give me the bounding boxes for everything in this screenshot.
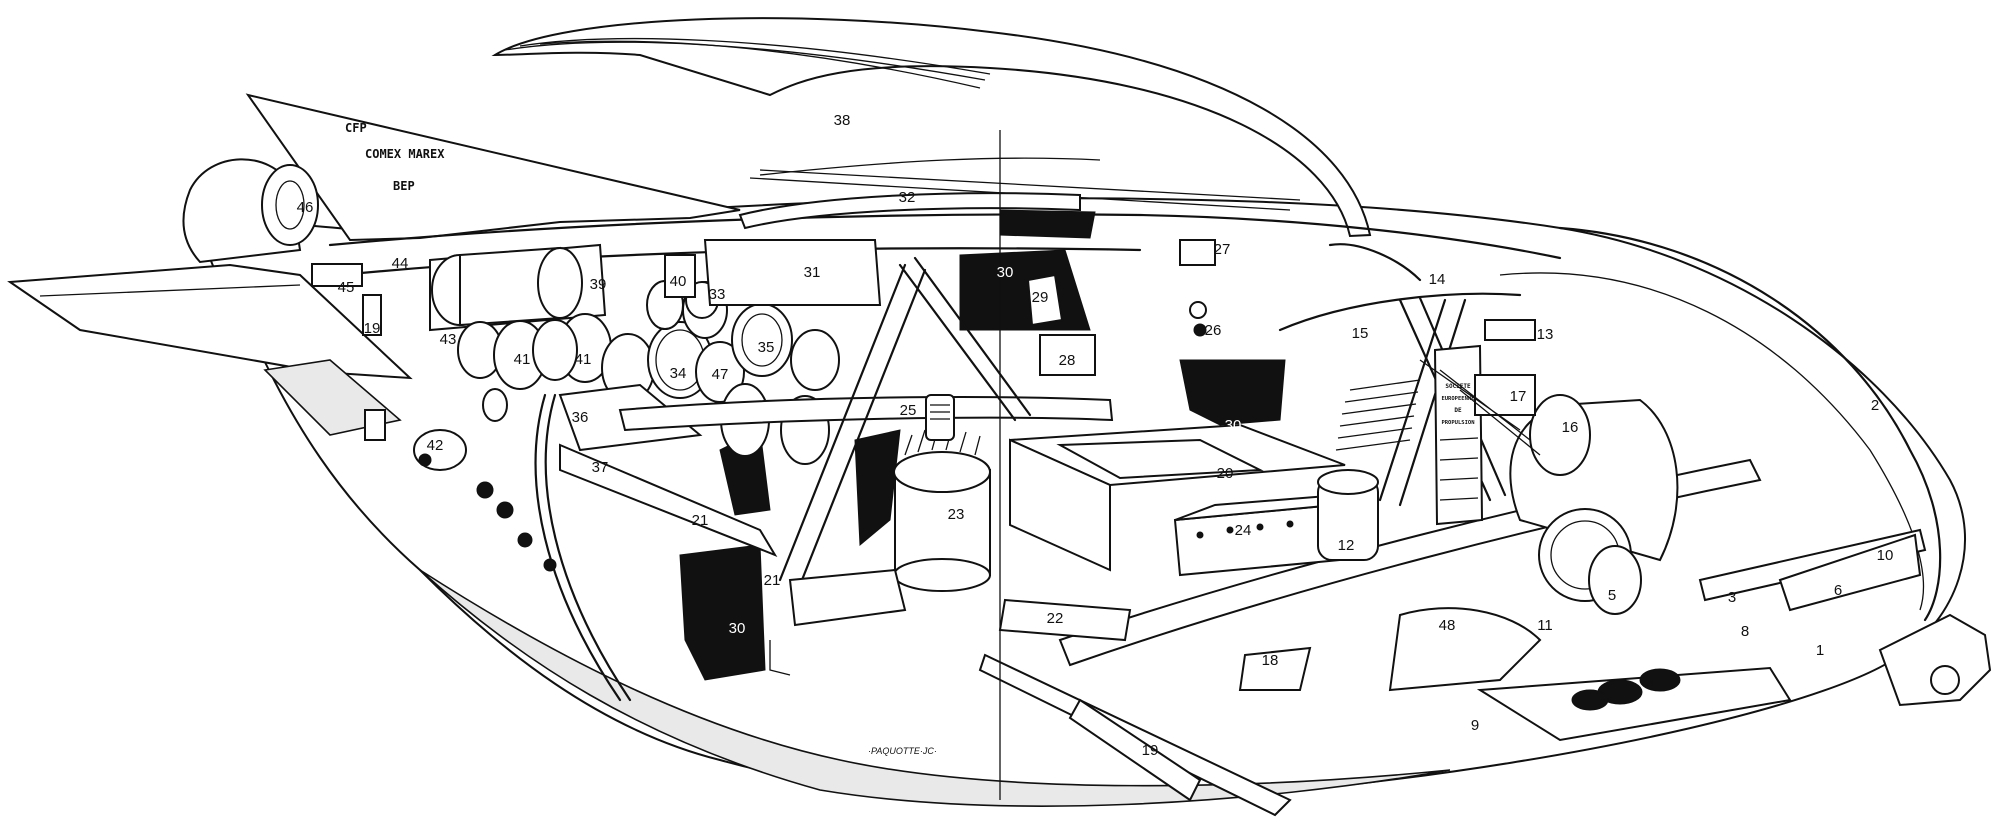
tank-47 xyxy=(695,341,745,403)
part-label: 40 xyxy=(670,273,687,290)
part-label: 19 xyxy=(1142,742,1159,759)
part-label: 25 xyxy=(900,402,917,419)
part-label: 10 xyxy=(1877,547,1894,564)
side-rail-8 xyxy=(1698,528,1927,602)
part-label: 2 xyxy=(1871,397,1879,414)
box-18 xyxy=(1238,646,1312,691)
part-label: 20 xyxy=(1217,465,1234,482)
part-label: 14 xyxy=(1429,271,1446,288)
upper-canopy-38 xyxy=(491,17,1372,238)
part-label: 33 xyxy=(709,286,726,303)
thruster-16 xyxy=(1529,394,1591,476)
tube-29 xyxy=(1026,273,1064,327)
panel-text-2: EUROPEENNE xyxy=(1441,396,1474,402)
part-label: 17 xyxy=(1510,388,1527,405)
side-rail-6 xyxy=(1778,533,1922,612)
part-label: 3 xyxy=(1728,589,1736,606)
part-label: 11 xyxy=(1537,617,1553,634)
part-label: 41 xyxy=(514,351,531,368)
part-label: 48 xyxy=(1439,617,1456,634)
control-wheel-5 xyxy=(1588,545,1642,615)
fin-text-comex-marex: COMEX MAREX xyxy=(365,147,445,161)
part-label: 26 xyxy=(1205,322,1222,339)
part-label: 31 xyxy=(804,264,821,281)
hull-bottom-shading xyxy=(419,569,1451,807)
valve-26 xyxy=(1189,301,1207,319)
part-label: 24 xyxy=(1235,522,1252,539)
part-label: 36 xyxy=(572,409,589,426)
artist-signature: ·PAQUOTTE·JC· xyxy=(868,746,937,756)
valves-13 xyxy=(1484,319,1536,341)
part-label: 29 xyxy=(1032,289,1049,306)
part-label: 18 xyxy=(1262,652,1279,669)
tank-rack xyxy=(311,239,882,465)
black-void-30-mid xyxy=(1179,359,1286,426)
part-label: 32 xyxy=(899,189,916,206)
stern-machinery-42 xyxy=(364,409,557,572)
top-tube-32 xyxy=(738,192,1081,230)
panel-text-4: PROPULSION xyxy=(1441,420,1474,426)
frame-tube-21 xyxy=(559,443,778,558)
dorsal-fin xyxy=(245,93,741,242)
part-label: 27 xyxy=(1214,241,1231,258)
bow-dome-2 xyxy=(1558,226,1942,622)
step-unit-48 xyxy=(1388,607,1542,692)
part-label: 47 xyxy=(712,366,729,383)
cockpit: SOCIETE EUROPEENNE DE PROPULSION xyxy=(1335,344,1992,742)
panel-text-3: DE xyxy=(1454,407,1462,414)
black-void-30-low xyxy=(679,544,766,681)
part-label: 16 xyxy=(1562,419,1579,436)
rail-22 xyxy=(998,598,1132,642)
part-label: 35 xyxy=(758,339,775,356)
battery-box-20 xyxy=(1056,438,1264,480)
part-label: 43 xyxy=(440,331,457,348)
part-label: 8 xyxy=(1741,623,1749,640)
box-17 xyxy=(1474,374,1536,416)
part-label: 9 xyxy=(1471,717,1479,734)
part-label: 12 xyxy=(1338,537,1355,554)
part-label: 21 xyxy=(692,512,709,529)
part-label: 21 xyxy=(764,572,781,589)
lower-pipe xyxy=(978,653,1292,817)
part-label: 38 xyxy=(834,112,851,129)
nose-propeller xyxy=(1878,613,1992,707)
part-label: 46 xyxy=(297,199,314,216)
center-bay xyxy=(893,394,1379,592)
part-labels: 1 2 3 4 5 6 8 9 10 11 12 13 14 15 16 17 … xyxy=(297,112,1894,759)
part-label: 30 xyxy=(729,620,746,637)
part-label: 15 xyxy=(1352,325,1369,342)
pipe-19-lower xyxy=(1068,698,1202,802)
pipe-15 xyxy=(1278,292,1522,332)
part-label: 44 xyxy=(392,255,409,272)
fitting-14 xyxy=(1328,243,1422,282)
box-40 xyxy=(664,254,696,298)
part-label: 41 xyxy=(575,351,592,368)
part-label: 4 xyxy=(1646,677,1654,694)
part-label: 22 xyxy=(1047,610,1064,627)
part-label: 23 xyxy=(948,506,965,523)
part-label: 34 xyxy=(670,365,687,382)
part-label: 39 xyxy=(590,276,607,293)
part-label: 6 xyxy=(1834,582,1842,599)
part-label: 5 xyxy=(1608,587,1616,604)
part-label: 19 xyxy=(364,320,381,337)
part-label: 42 xyxy=(427,437,444,454)
stair-steps xyxy=(1335,379,1421,451)
part-label: 30 xyxy=(997,264,1014,281)
fin-text-bep: BEP xyxy=(393,179,415,193)
part-label: 37 xyxy=(592,459,609,476)
box-31 xyxy=(703,239,882,306)
part-label: 30 xyxy=(1225,417,1242,434)
frame-tube-25 xyxy=(618,396,1114,432)
box-28 xyxy=(1039,334,1096,376)
part-label: 1 xyxy=(1816,642,1824,659)
box-27 xyxy=(1179,239,1216,266)
fin-text-cfp: CFP xyxy=(345,121,367,135)
propulsion-panel xyxy=(1433,344,1484,526)
part-label: 45 xyxy=(338,279,355,296)
part-label: 28 xyxy=(1059,352,1076,369)
part-label: 13 xyxy=(1537,326,1554,343)
